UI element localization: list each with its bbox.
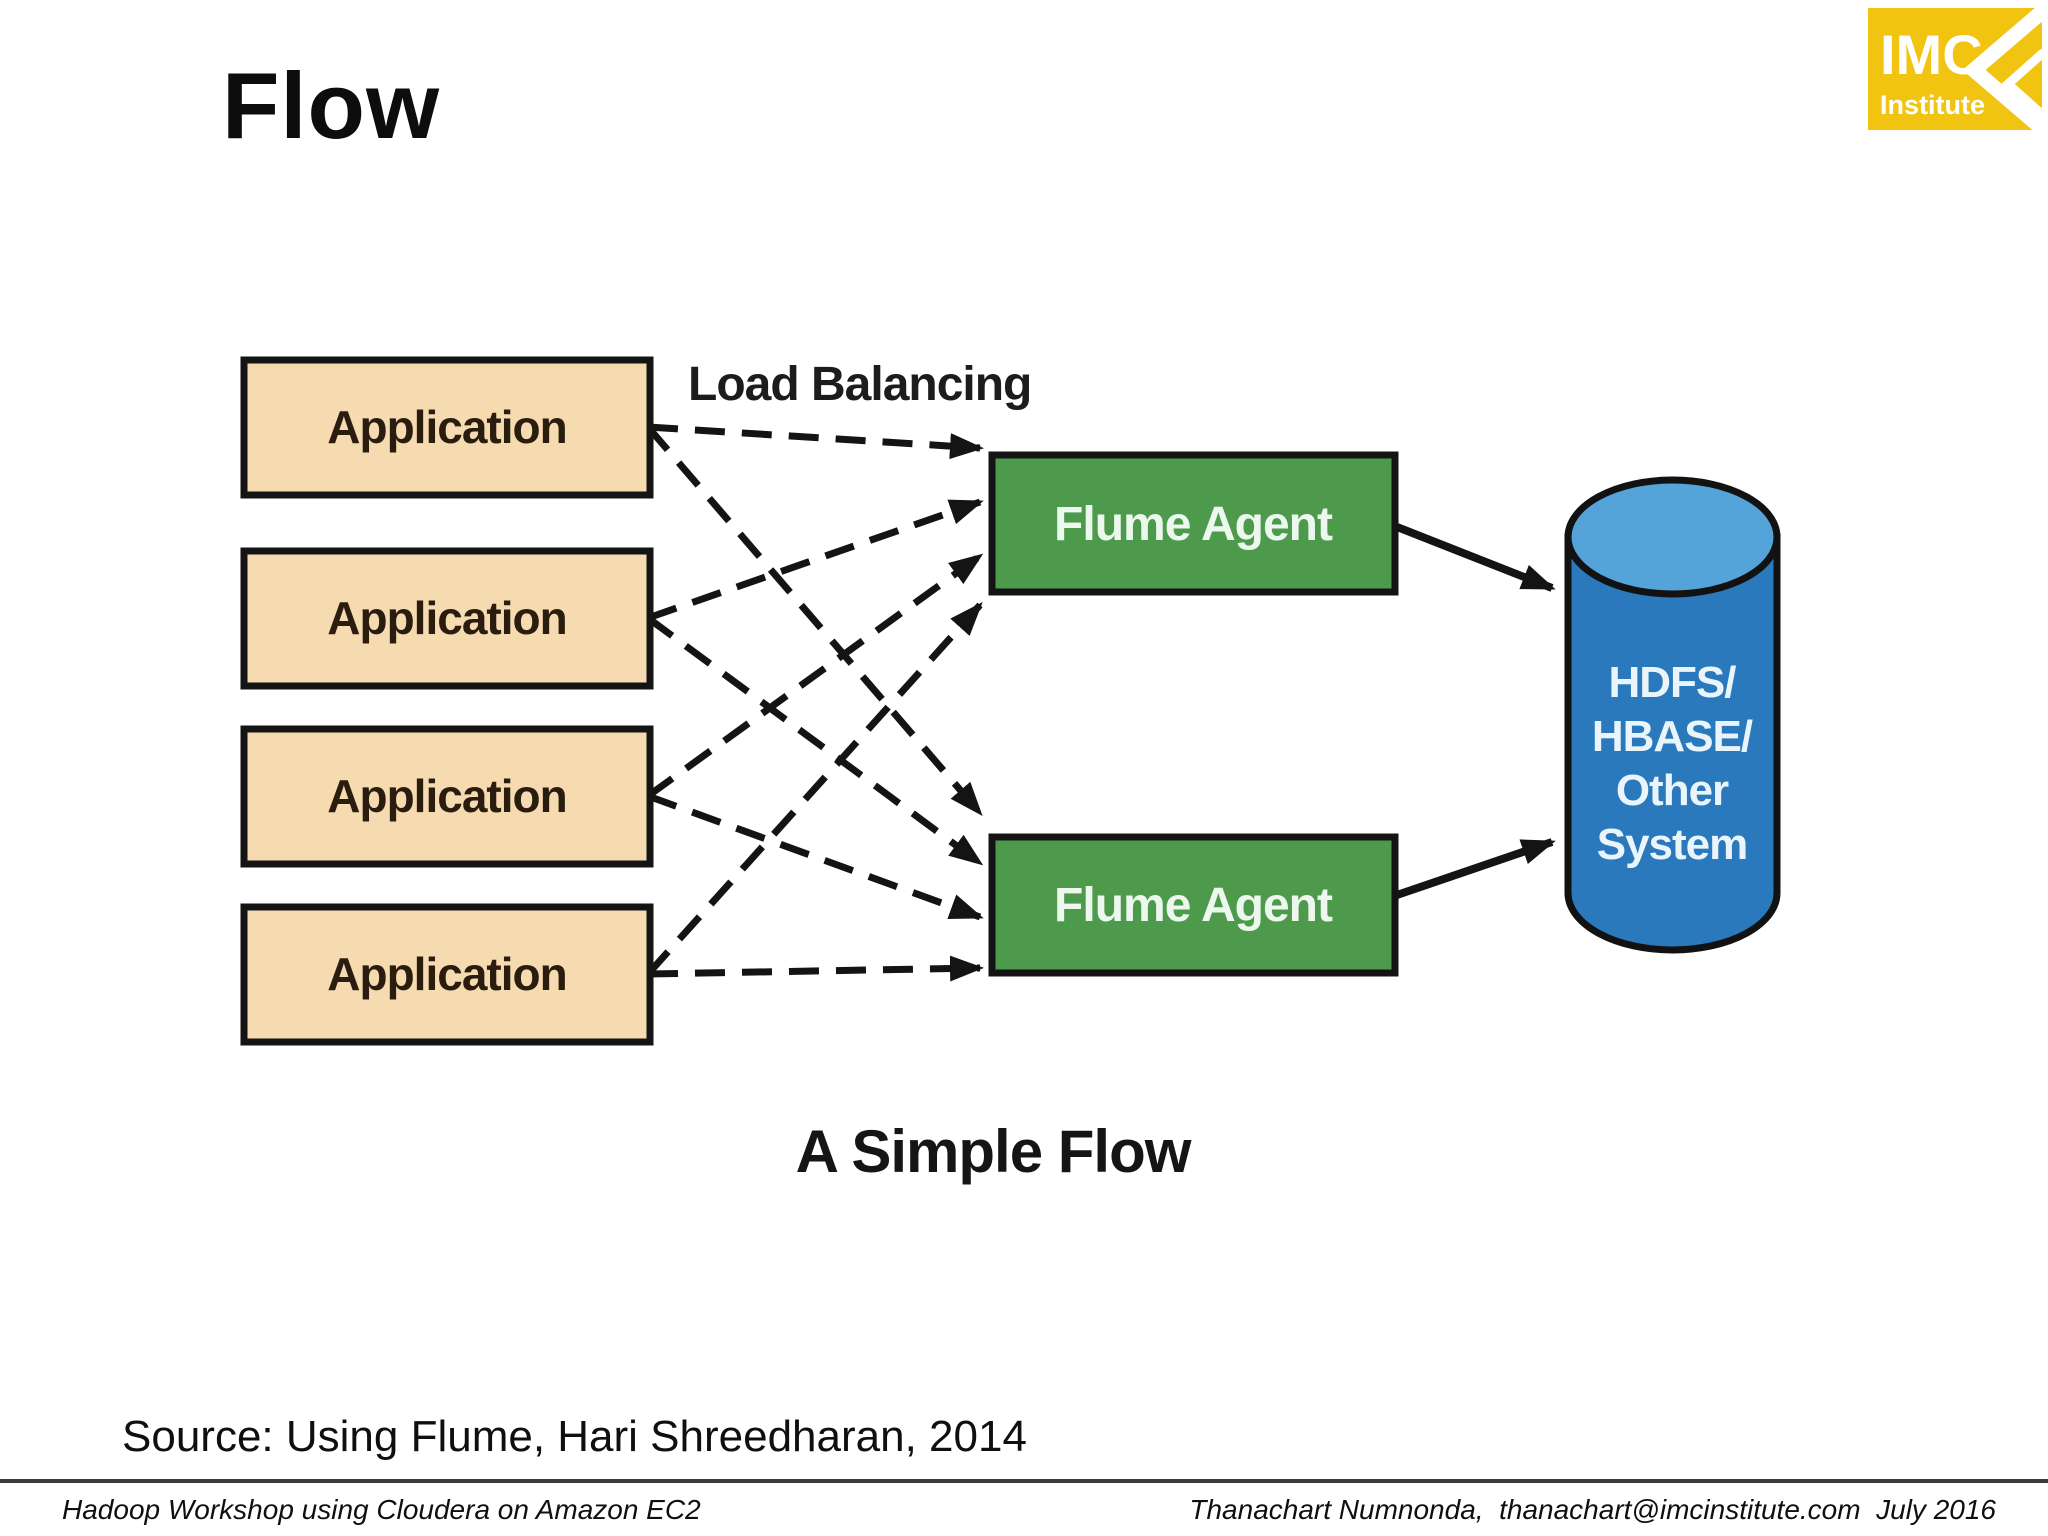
application-label-2: Application [327, 592, 566, 644]
datastore-top-ellipse [1564, 476, 1781, 598]
datastore-label-line-3: Other [1616, 766, 1729, 815]
logo-text-imc: IMC [1880, 23, 1983, 86]
application-box-4 [240, 903, 654, 1046]
logo-chevron-inner-icon [2001, 48, 2042, 120]
dashed-arrow-app3-agent1 [645, 553, 984, 799]
dashed-arrow-app4-agent1 [645, 602, 983, 977]
flume-agent-label-1: Flume Agent [1054, 498, 1333, 551]
datastore-label-line-1: HDFS/ [1609, 658, 1737, 707]
flume-agent-label-2: Flume Agent [1054, 879, 1333, 932]
load-balancing-label: Load Balancing [688, 358, 1031, 411]
dashed-arrow-app1-agent1 [647, 423, 984, 460]
logo-chevron-icon [1962, 8, 2042, 130]
datastore-label-line-4: System [1597, 820, 1748, 869]
footer-divider [0, 1479, 2048, 1483]
application-box-3 [240, 725, 654, 868]
application-box-1 [240, 356, 654, 499]
application-box-2 [240, 547, 654, 690]
dashed-arrow-app2-agent2 [645, 615, 984, 866]
datastore-label-line-2: HBASE/ [1592, 712, 1753, 761]
dashed-arrow-app3-agent2 [646, 792, 984, 921]
datastore-cylinder [1564, 533, 1781, 954]
imc-logo: IMC Institute [1868, 8, 2042, 130]
source-caption: Source: Using Flume, Hari Shreedharan, 2… [122, 1412, 1027, 1461]
flume-agent-box-2 [988, 833, 1399, 977]
dashed-arrow-app2-agent1 [646, 498, 984, 622]
dashed-arrow-app1-agent2 [645, 424, 983, 817]
application-label-4: Application [327, 948, 566, 1000]
application-label-3: Application [327, 770, 566, 822]
logo-text-institute: Institute [1880, 90, 1985, 120]
dashed-arrow-app4-agent2 [647, 955, 984, 982]
solid-arrow-agent1-datastore [1395, 523, 1556, 592]
application-label-1: Application [327, 401, 566, 453]
diagram-caption: A Simple Flow [796, 1118, 1192, 1185]
footer-workshop-title: Hadoop Workshop using Cloudera on Amazon… [62, 1494, 701, 1525]
flume-agent-box-1 [988, 451, 1399, 596]
solid-arrow-agent2-datastore [1395, 838, 1556, 899]
page-title: Flow [222, 53, 441, 158]
footer-author-contact: Thanachart Numnonda, thanachart@imcinsti… [1189, 1494, 1996, 1525]
